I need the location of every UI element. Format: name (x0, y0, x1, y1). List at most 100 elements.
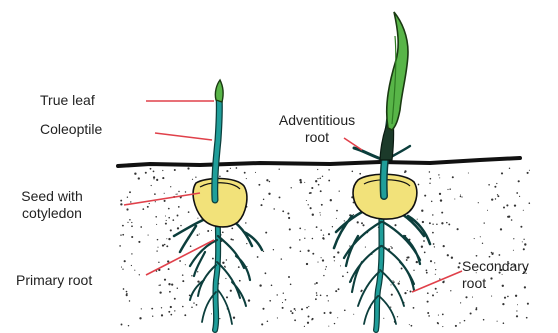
soil-dot (337, 317, 338, 318)
label-true-leaf: True leaf (40, 92, 95, 109)
soil-dot (142, 208, 144, 210)
soil-dot (501, 172, 503, 174)
soil-dot (168, 238, 170, 240)
soil-dot (335, 290, 337, 292)
soil-dot (307, 250, 309, 252)
soil-dot (295, 310, 296, 311)
soil-dot (465, 296, 467, 298)
soil-dot (281, 258, 282, 259)
soil-dot (326, 266, 327, 267)
soil-dot (482, 243, 483, 244)
soil-dot (390, 246, 391, 247)
soil-dot (433, 243, 435, 245)
soil-dot (424, 195, 426, 197)
soil-dot (429, 183, 430, 184)
soil-dot (304, 326, 305, 327)
soil-dot (174, 310, 175, 311)
soil-dot (168, 217, 170, 219)
soil-dot (124, 260, 126, 262)
soil-dot (120, 200, 122, 202)
soil-dot (461, 196, 462, 197)
pointer-secondary-root (412, 271, 462, 292)
soil-dot (212, 258, 214, 260)
soil-dot (122, 269, 123, 270)
soil-dot (497, 321, 498, 322)
soil-dot (230, 290, 232, 292)
soil-dot (317, 262, 318, 263)
soil-dot (244, 172, 246, 174)
soil-dot (349, 245, 350, 246)
soil-dot (391, 247, 393, 249)
soil-dot (454, 198, 455, 199)
soil-dot (429, 171, 430, 172)
soil-dot (306, 263, 308, 265)
soil-dot (359, 173, 361, 175)
soil-dot (513, 238, 514, 239)
soil-dot (156, 224, 157, 225)
soil-dot (457, 228, 459, 230)
soil-dot (310, 207, 312, 209)
soil-dot (459, 262, 461, 264)
soil-dot (391, 294, 393, 296)
soil-dot (308, 204, 309, 205)
soil-dot (504, 297, 506, 299)
soil-dot (170, 186, 171, 187)
soil-dot (323, 238, 325, 240)
soil-dot (460, 194, 461, 195)
soil-dot (158, 285, 159, 286)
soil-dot (222, 231, 224, 233)
soil-dot (495, 198, 496, 199)
soil-dot (464, 320, 466, 322)
soil-dot (315, 180, 317, 182)
soil-dot (304, 238, 305, 239)
soil-dot (176, 194, 177, 195)
soil-dot (442, 326, 443, 327)
soil-dot (338, 288, 340, 290)
soil-dot (211, 313, 212, 314)
pointer-primary-root (146, 240, 214, 275)
soil-dot (325, 269, 326, 270)
soil-dot (151, 308, 153, 310)
soil-dot (257, 256, 259, 258)
soil-dot (279, 169, 280, 170)
soil-dot (529, 202, 531, 204)
soil-dot (340, 265, 341, 266)
soil-dot (168, 283, 170, 285)
soil-dot (153, 171, 155, 173)
soil-dot (333, 256, 335, 258)
soil-dot (336, 218, 337, 219)
soil-dot (430, 260, 432, 262)
soil-dot (428, 315, 430, 317)
soil-dot (320, 214, 321, 215)
soil-dot (421, 246, 423, 248)
soil-dot (406, 257, 408, 259)
soil-dot (122, 234, 124, 236)
soil-dot (158, 262, 159, 263)
soil-dot (526, 317, 528, 319)
soil-dot (225, 267, 226, 268)
soil-dot (334, 260, 335, 261)
soil-dot (499, 254, 501, 256)
soil-dot (459, 322, 460, 323)
soil-dot (401, 268, 403, 270)
soil-dot (392, 280, 393, 281)
soil-dot (164, 244, 166, 246)
soil-dot (178, 206, 180, 208)
soil-dot (230, 168, 231, 169)
soil-dot (440, 199, 442, 201)
soil-dot (171, 284, 173, 286)
soil-dot (500, 228, 502, 230)
soil-dot (178, 191, 179, 192)
soil-dot (147, 206, 149, 208)
soil-dot (312, 253, 314, 255)
soil-dot (134, 270, 135, 271)
soil-dot (166, 245, 168, 247)
soil-dot (434, 262, 435, 263)
soil-dot (174, 169, 176, 171)
soil-dot (246, 178, 247, 179)
soil-dot (246, 243, 247, 244)
soil-dot (119, 245, 121, 247)
soil-dot (160, 284, 161, 285)
soil-dot (441, 222, 443, 224)
soil-dot (407, 290, 408, 291)
